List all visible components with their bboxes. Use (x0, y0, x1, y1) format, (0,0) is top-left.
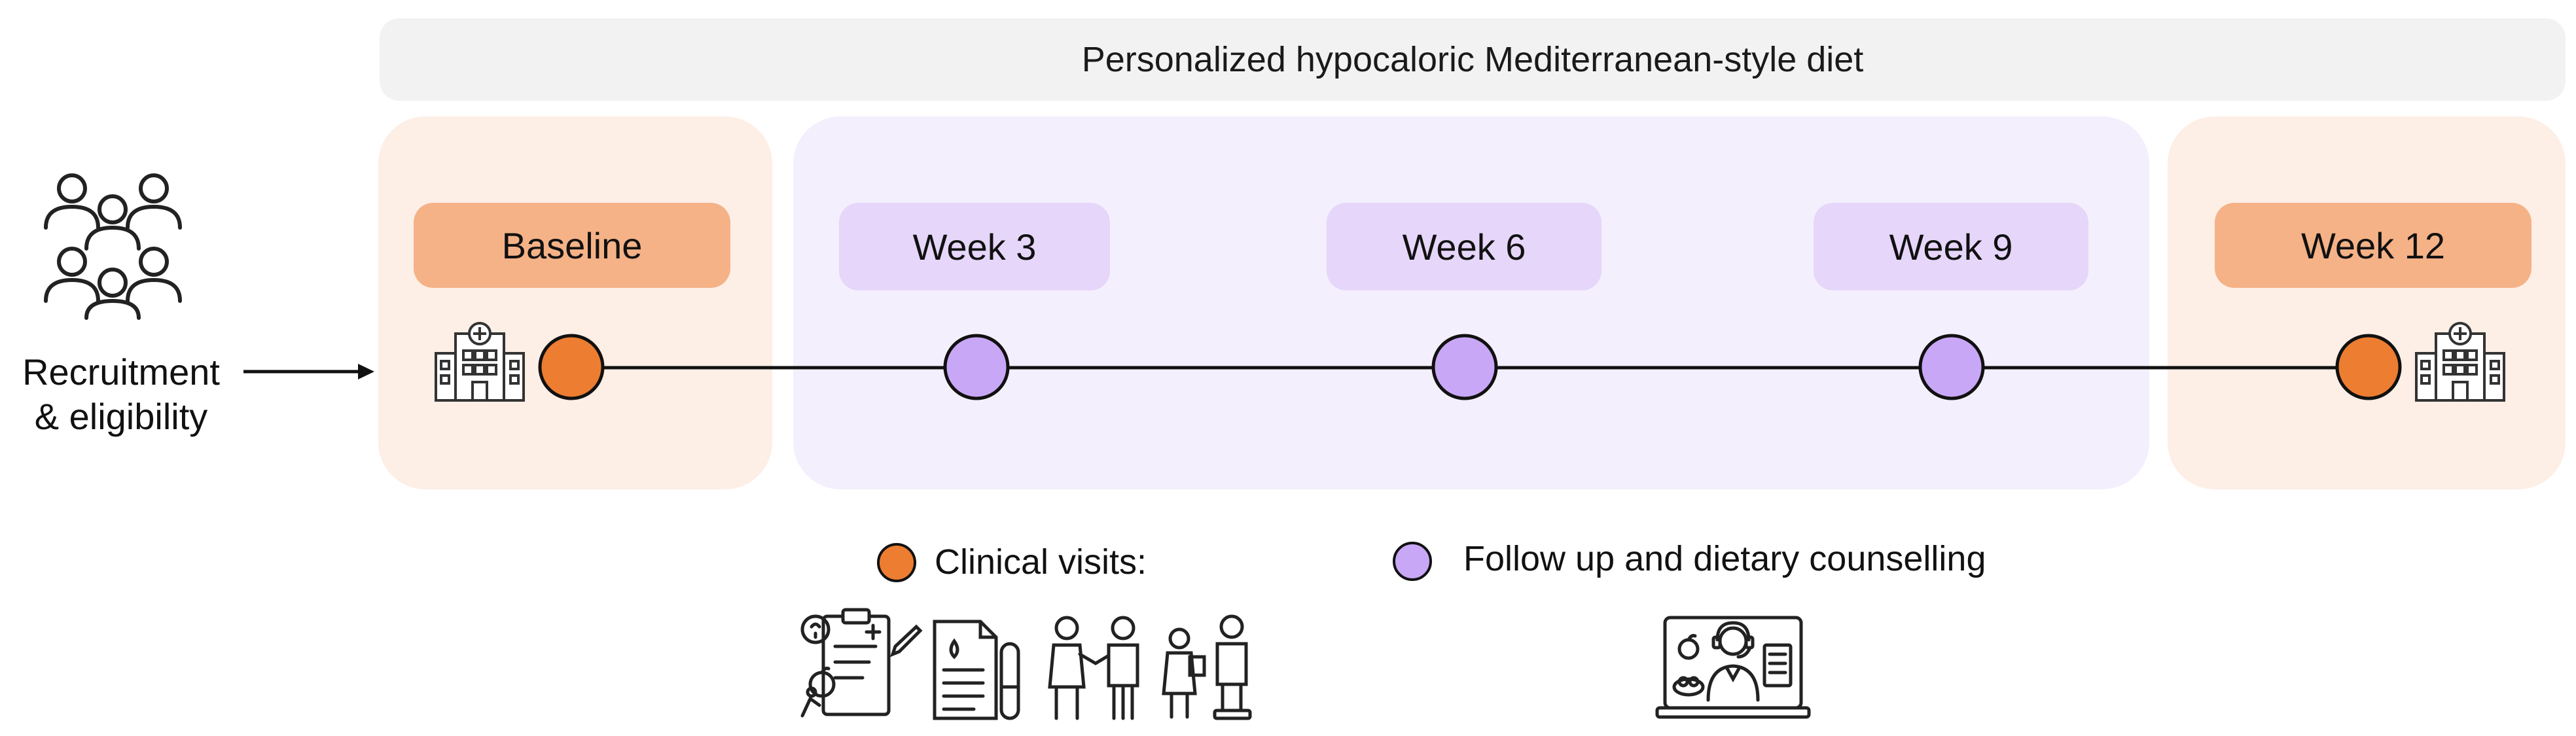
diet-banner-text: Personalized hypocaloric Mediterranean-s… (1081, 40, 1864, 79)
diet-banner: Personalized hypocaloric Mediterranean-s… (380, 18, 2566, 101)
group-people-icon (44, 173, 182, 320)
marker-week3 (943, 334, 1010, 400)
marker-week9 (1918, 334, 1985, 400)
stage-label-baseline: Baseline (501, 224, 643, 266)
stage-label-week6: Week 6 (1402, 226, 1526, 268)
recruitment-label: Recruitment & eligibility (0, 350, 242, 439)
recruitment-label-line2: & eligibility (34, 396, 208, 437)
stage-pill-baseline: Baseline (414, 203, 730, 288)
legend-followup-label: Follow up and dietary counselling (1463, 539, 1986, 578)
lab-report-test-tube-icon (933, 620, 1020, 720)
online-dietitian-icon (1655, 616, 1811, 719)
followup-panel (793, 116, 2149, 489)
hospital-icon (435, 322, 525, 402)
legend-clinical-label: Clinical visits: (935, 542, 1147, 582)
handshake-people-icon (1048, 616, 1139, 720)
marker-baseline (538, 334, 605, 400)
weighing-person-icon (1162, 614, 1252, 720)
hospital-icon (2415, 322, 2505, 402)
legend-followup-marker (1393, 542, 1432, 581)
stage-label-week9: Week 9 (1889, 226, 2013, 268)
stage-pill-week6: Week 6 (1327, 203, 1601, 290)
recruitment-label-line1: Recruitment (22, 351, 220, 393)
stage-pill-week9: Week 9 (1814, 203, 2088, 290)
marker-week6 (1431, 334, 1498, 400)
clipboard-nutrition-icon (800, 608, 923, 718)
stage-label-week3: Week 3 (912, 226, 1037, 268)
week12-panel (2168, 116, 2566, 489)
baseline-panel (378, 116, 772, 489)
stage-pill-week3: Week 3 (839, 203, 1110, 290)
stage-pill-week12: Week 12 (2215, 203, 2531, 288)
recruitment-arrow (243, 364, 374, 379)
legend-clinical-marker (877, 543, 916, 582)
marker-week12 (2335, 334, 2402, 400)
stage-label-week12: Week 12 (2301, 224, 2445, 266)
